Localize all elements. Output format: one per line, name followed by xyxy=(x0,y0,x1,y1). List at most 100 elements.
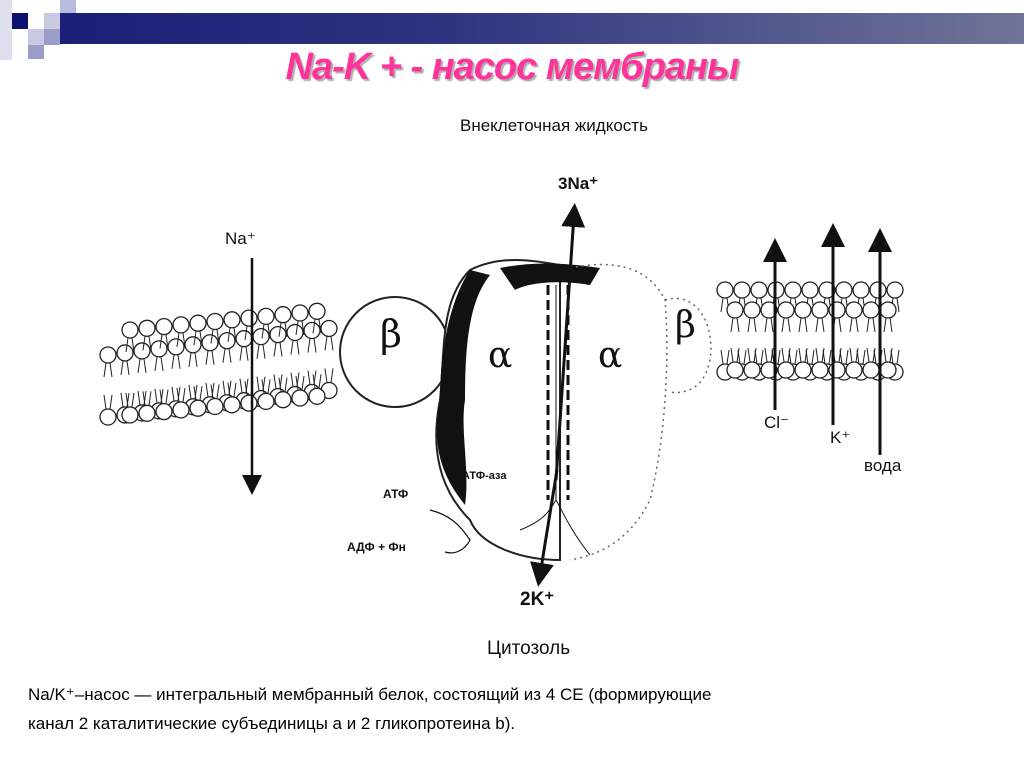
lipid-tail xyxy=(764,347,774,363)
lipid-head xyxy=(320,319,338,338)
lipid-head xyxy=(201,334,219,352)
adp-label: АДФ + Фн xyxy=(347,540,406,554)
lipid-head xyxy=(869,281,887,299)
deco-square xyxy=(0,0,12,60)
lipid-tail xyxy=(256,344,266,359)
beta-subunit-right xyxy=(664,297,712,394)
lipid-tail xyxy=(781,347,791,363)
caption-line-2: канал 2 каталитические субъединицы a и 2… xyxy=(28,714,516,733)
lipid-tail xyxy=(227,327,237,342)
lipid-tail xyxy=(295,320,305,336)
lipid-head xyxy=(121,321,139,339)
lipid-tail xyxy=(273,342,283,357)
lipid-head xyxy=(291,304,309,322)
alpha-top-dark xyxy=(500,263,600,290)
lipid-head xyxy=(286,323,304,342)
lipid-head xyxy=(777,361,795,379)
lipid-head xyxy=(879,361,897,379)
lipid-tail xyxy=(805,349,815,365)
lipid-tail xyxy=(103,362,113,378)
lipid-tail xyxy=(730,347,740,363)
lipid-tail xyxy=(312,319,322,334)
atp-curve xyxy=(429,509,471,554)
lipid-tail xyxy=(890,349,900,365)
lipid-tail xyxy=(866,347,876,363)
alpha-left-label: α xyxy=(488,335,513,376)
k-label: K⁺ xyxy=(830,428,851,447)
lipid-tail xyxy=(290,372,300,387)
lipid-tail xyxy=(295,375,305,391)
deco-square xyxy=(28,29,44,45)
lipid-head xyxy=(172,401,190,419)
lipid-tail xyxy=(747,317,757,333)
lipid-tail xyxy=(176,332,186,347)
lipid-head xyxy=(743,301,761,319)
lipid-head xyxy=(257,307,275,326)
lipid-head xyxy=(726,361,744,379)
lipid-tail xyxy=(815,317,825,333)
lipid-tail xyxy=(193,386,203,401)
lipid-head xyxy=(99,346,117,364)
cytosol-label: Цитозоль xyxy=(487,638,571,659)
water-label: вода xyxy=(864,456,902,475)
beta-left-label: β xyxy=(380,312,402,356)
lipid-head xyxy=(133,342,151,360)
lipid-tail xyxy=(142,336,152,351)
lipid-head xyxy=(218,332,236,350)
lipid-tail xyxy=(737,349,747,365)
lipid-tail xyxy=(754,349,764,365)
lipid-head xyxy=(828,301,846,319)
lipid-head xyxy=(886,281,904,299)
lipid-tail xyxy=(222,348,232,363)
lipid-head xyxy=(811,301,829,319)
lipid-head xyxy=(777,301,795,319)
lipid-head xyxy=(257,392,275,411)
caption-line-1: Na/K⁺–насос — интегральный мембранный бе… xyxy=(28,685,712,704)
lipid-head xyxy=(235,330,253,348)
lipid-head xyxy=(879,301,897,319)
extracellular-label: Внеклеточная жидкость xyxy=(460,116,648,135)
lipid-head xyxy=(172,316,190,334)
lipid-head xyxy=(794,361,812,379)
na-out-label: 3Na⁺ xyxy=(558,174,599,193)
lipid-head xyxy=(828,361,846,379)
k-in-label: 2K⁺ xyxy=(520,589,555,610)
lipid-tail xyxy=(120,360,130,376)
lipid-head xyxy=(138,404,156,422)
lipid-tail xyxy=(125,392,135,408)
lipid-tail xyxy=(261,324,271,339)
lipid-tail xyxy=(764,317,774,333)
lipid-head xyxy=(155,402,173,421)
lipid-head xyxy=(138,319,156,337)
lipid-head xyxy=(274,391,292,409)
lipid-tail xyxy=(273,374,283,389)
lipid-tail xyxy=(720,349,730,365)
lipid-head xyxy=(240,394,258,412)
deco-square xyxy=(44,13,60,29)
lipid-tail xyxy=(290,340,300,355)
lipid-tail xyxy=(103,394,113,410)
lipid-head xyxy=(121,406,139,424)
lipid-tail xyxy=(261,379,271,394)
lipid-tail xyxy=(210,329,220,344)
cl-label: Cl⁻ xyxy=(764,413,790,432)
alpha-subunit-right xyxy=(569,263,668,561)
lipid-head xyxy=(733,281,751,299)
lipid-head xyxy=(116,344,134,362)
alpha-dark-edge xyxy=(436,270,490,505)
lipid-bilayer-left xyxy=(99,302,338,426)
lipid-tail xyxy=(822,349,832,365)
lipid-head xyxy=(852,281,870,299)
lipid-tail xyxy=(883,347,893,363)
atp-label: АТФ xyxy=(383,487,409,501)
lipid-bilayer-right xyxy=(716,281,904,381)
caption: Na/K⁺–насос — интегральный мембранный бе… xyxy=(28,680,1008,738)
lipid-tail xyxy=(788,349,798,365)
lipid-tail xyxy=(324,336,334,351)
lipid-tail xyxy=(798,317,808,333)
lipid-head xyxy=(818,281,836,299)
lipid-head xyxy=(801,281,819,299)
lipid-head xyxy=(743,361,761,379)
lipid-tail xyxy=(730,317,740,333)
